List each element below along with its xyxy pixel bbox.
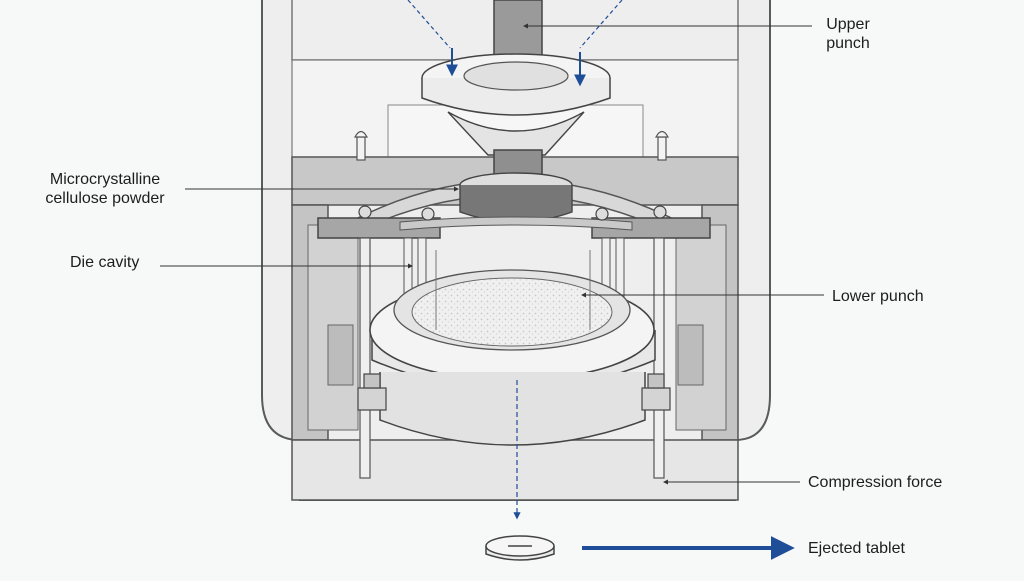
guide-pins (353, 130, 670, 161)
die-assembly (369, 250, 656, 446)
label-powder: Microcrystalline cellulose powder (20, 170, 190, 208)
label-compression-force: Compression force (808, 474, 943, 491)
label-die-cavity: Die cavity (70, 254, 140, 271)
label-ejected-tablet: Ejected tablet (808, 540, 905, 557)
crossbar (317, 205, 711, 239)
ejected-tablet (485, 535, 555, 561)
label-powder-line-1: Microcrystalline (49, 171, 161, 188)
force-arrows (407, 0, 795, 560)
label-lower-punch: Lower punch (832, 288, 924, 305)
label-powder-line-2: cellulose powder (45, 190, 165, 207)
bolts (357, 373, 671, 411)
upper-punch (421, 0, 611, 223)
label-upper-punch-line-1: Upper (826, 16, 870, 33)
label-upper-punch: Upper punch (818, 15, 878, 53)
label-upper-punch-line-2: punch (826, 35, 870, 52)
leader-lines (160, 23, 824, 485)
